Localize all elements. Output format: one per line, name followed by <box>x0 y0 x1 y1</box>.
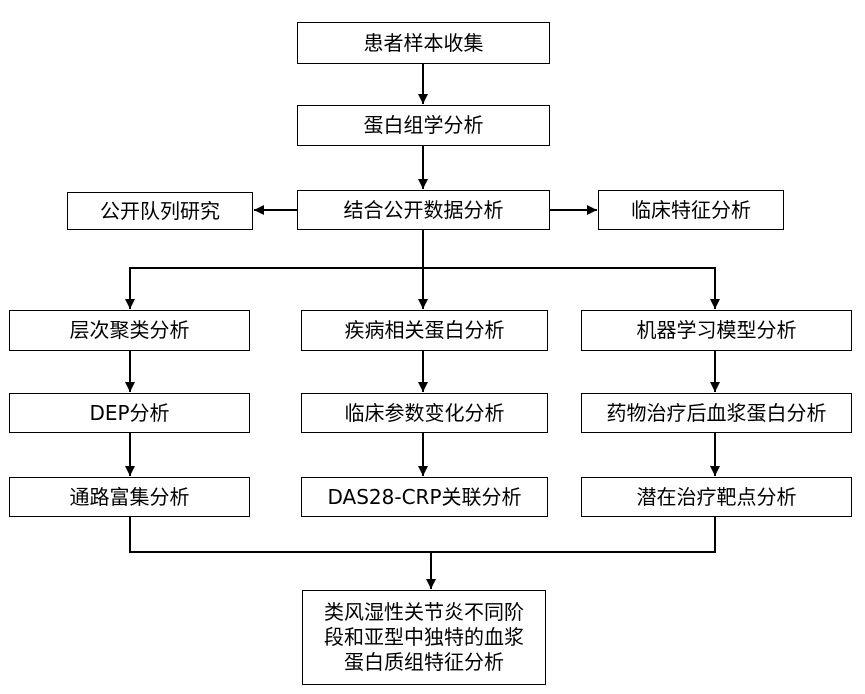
node-dep: DEP分析 <box>9 393 250 433</box>
node-das28-crp: DAS28-CRP关联分析 <box>301 477 548 517</box>
node-therapeutic-targets: 潜在治疗靶点分析 <box>581 477 852 517</box>
node-public-data: 结合公开数据分析 <box>297 190 550 230</box>
conclusion-line-1: 类风湿性关节炎不同阶 <box>324 600 524 624</box>
conclusion-line-3: 蛋白质组特征分析 <box>344 650 504 674</box>
node-hierarchical-clustering: 层次聚类分析 <box>9 310 250 351</box>
conclusion-line-2: 段和亚型中独特的血浆 <box>324 625 524 649</box>
node-conclusion: 类风湿性关节炎不同阶 段和亚型中独特的血浆 蛋白质组特征分析 <box>302 590 546 685</box>
node-post-treatment-plasma: 药物治疗后血浆蛋白分析 <box>581 393 852 433</box>
node-clinical-features: 临床特征分析 <box>598 190 784 230</box>
node-ml-model: 机器学习模型分析 <box>581 310 852 351</box>
node-clinical-params: 临床参数变化分析 <box>301 393 548 433</box>
node-sample-collection: 患者样本收集 <box>297 22 550 64</box>
node-pathway-enrichment: 通路富集分析 <box>9 477 250 517</box>
node-disease-proteins: 疾病相关蛋白分析 <box>301 310 548 351</box>
node-proteomics: 蛋白组学分析 <box>297 105 550 146</box>
node-public-cohort: 公开队列研究 <box>67 192 253 230</box>
